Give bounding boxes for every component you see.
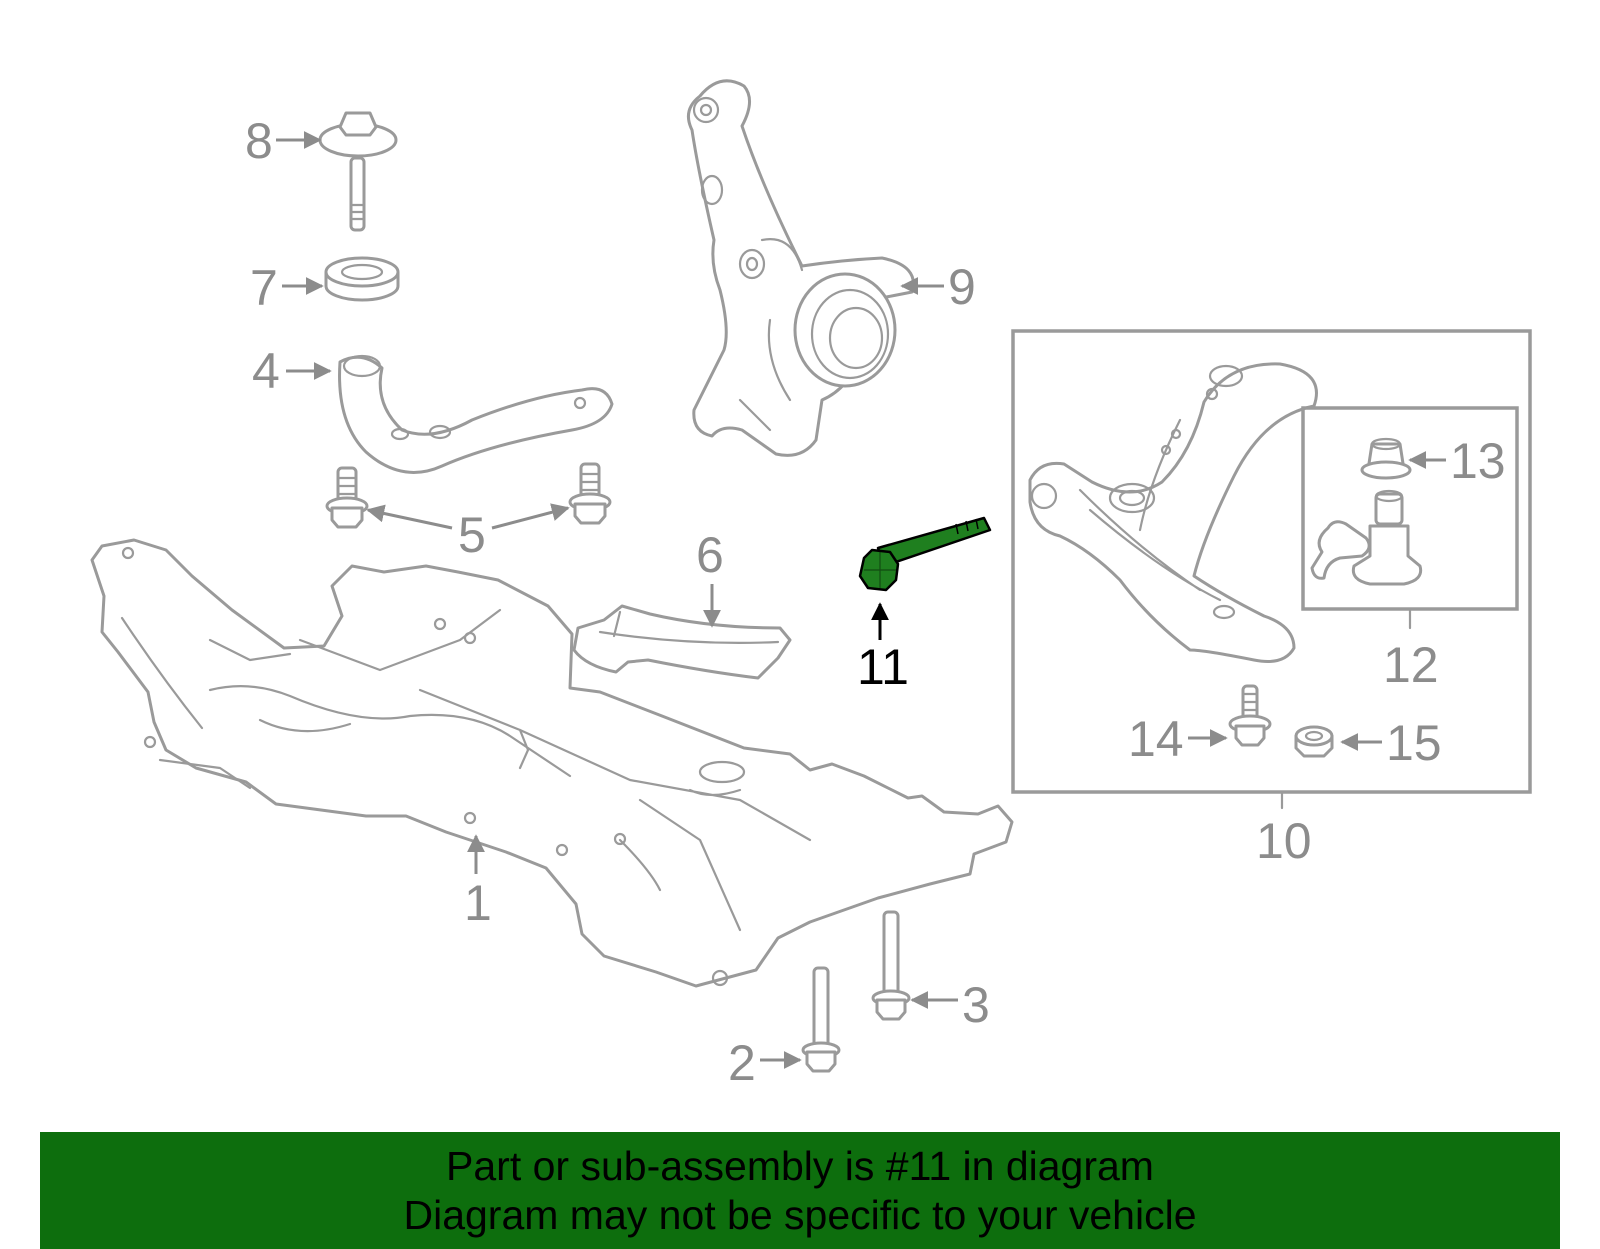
callout-12-label: 12 [1383, 637, 1439, 693]
part-2-bolt[interactable] [801, 966, 841, 1073]
callout-11-label: 11 [857, 639, 909, 695]
banner-line-2: Diagram may not be specific to your vehi… [403, 1192, 1197, 1238]
info-banner: Part or sub-assembly is #11 in diagram D… [40, 1132, 1560, 1249]
callout-4-label: 4 [252, 343, 280, 399]
callout-10: 10 [1256, 790, 1312, 869]
part-4-arm[interactable] [338, 354, 614, 474]
callout-14: 14 [1128, 711, 1228, 767]
callout-9: 9 [900, 259, 976, 315]
callout-4: 4 [252, 343, 332, 399]
callout-5: 5 [366, 503, 570, 563]
callout-1-label: 1 [464, 875, 492, 931]
callout-3-label: 3 [962, 977, 990, 1033]
callout-6: 6 [696, 527, 724, 628]
part-6-bracket[interactable] [572, 604, 792, 680]
part-5-bolt-right[interactable] [568, 462, 612, 525]
callout-13-label: 13 [1450, 433, 1506, 489]
callout-15: 15 [1340, 715, 1442, 771]
assembly-10-box [1011, 329, 1532, 794]
callout-5-label: 5 [458, 507, 486, 563]
part-13-cap[interactable] [1360, 437, 1412, 480]
part-1-subframe[interactable] [90, 538, 1014, 988]
part-5-bolt-left[interactable] [325, 466, 369, 529]
callout-8-label: 8 [245, 113, 273, 169]
callout-13: 13 [1408, 433, 1506, 489]
callout-8: 8 [245, 113, 322, 169]
callout-7: 7 [250, 260, 324, 316]
part-8-bolt[interactable] [318, 111, 398, 232]
part-14-bolt[interactable] [1228, 684, 1272, 747]
part-12-ball-joint[interactable] [1310, 489, 1423, 586]
callout-15-label: 15 [1386, 715, 1442, 771]
callout-6-label: 6 [696, 527, 724, 583]
banner-line-1: Part or sub-assembly is #11 in diagram [446, 1143, 1154, 1189]
callout-2: 2 [728, 1035, 802, 1091]
part-11-bolt-highlighted[interactable] [858, 516, 992, 592]
callout-11: 11 [857, 602, 909, 695]
callout-9-label: 9 [948, 259, 976, 315]
part-7-bushing[interactable] [324, 256, 400, 302]
callout-7-label: 7 [250, 260, 278, 316]
part-3-bolt[interactable] [871, 910, 911, 1021]
callout-12: 12 [1383, 607, 1439, 693]
callout-1: 1 [464, 834, 492, 931]
part-15-nut[interactable] [1294, 725, 1334, 758]
callout-10-label: 10 [1256, 813, 1312, 869]
part-9-knuckle[interactable] [686, 79, 915, 457]
callout-14-label: 14 [1128, 711, 1184, 767]
part-10-control-arm[interactable] [1028, 362, 1318, 663]
callout-2-label: 2 [728, 1035, 756, 1091]
callout-3: 3 [910, 977, 990, 1033]
